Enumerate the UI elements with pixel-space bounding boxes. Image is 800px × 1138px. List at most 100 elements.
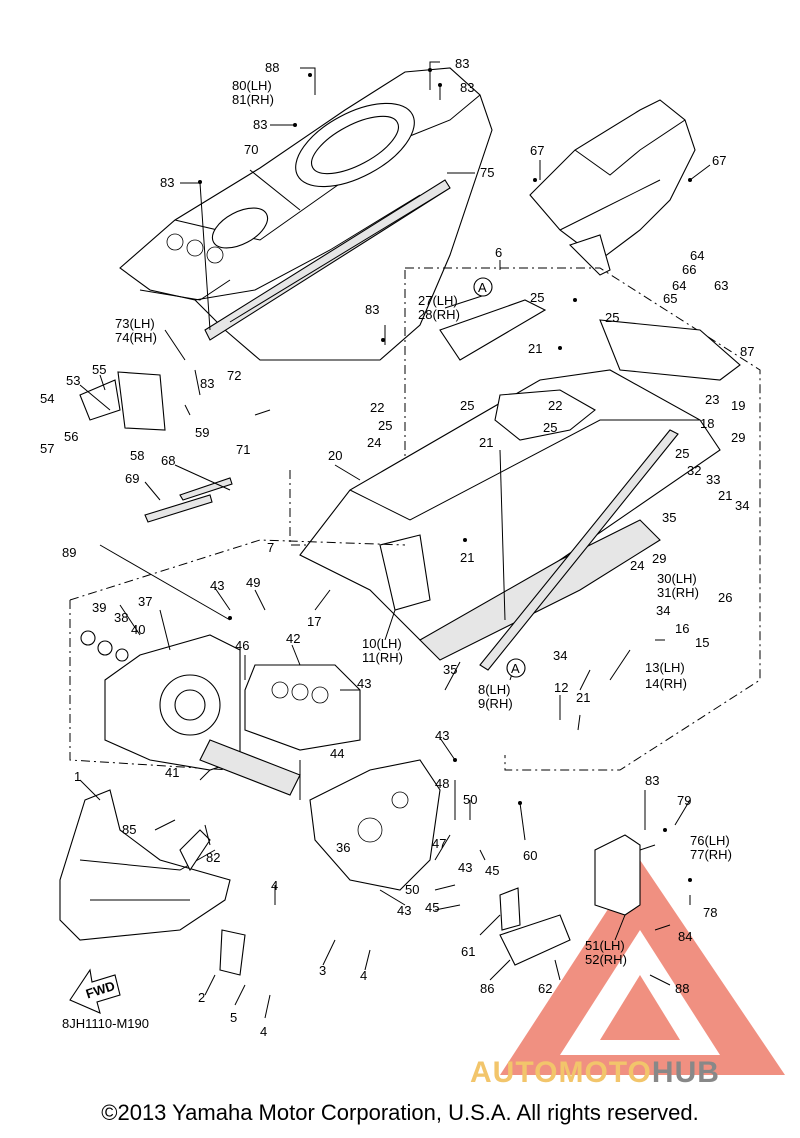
- label-16: 16: [675, 621, 689, 636]
- label-41: 41: [165, 765, 179, 780]
- label-34: 34: [553, 648, 567, 663]
- label-38: 38: [114, 610, 128, 625]
- label-21: 21: [460, 550, 474, 565]
- label-21: 21: [528, 341, 542, 356]
- label-34: 34: [656, 603, 670, 618]
- label-6: 6: [495, 245, 502, 260]
- label-18: 18: [700, 416, 714, 431]
- label-70: 70: [244, 142, 258, 157]
- label-27: 27(LH): [418, 293, 458, 308]
- label-86: 86: [480, 981, 494, 996]
- label-65: 65: [663, 291, 677, 306]
- label-84: 84: [678, 929, 692, 944]
- label-24: 24: [367, 435, 381, 450]
- label-51: 51(LH): [585, 938, 625, 953]
- label-47: 47: [432, 836, 446, 851]
- label-40: 40: [131, 622, 145, 637]
- label-45: 45: [425, 900, 439, 915]
- label-83: 83: [365, 302, 379, 317]
- plate-86-part: [499, 914, 571, 966]
- label-79: 79: [677, 793, 691, 808]
- label-82: 82: [206, 850, 220, 865]
- label-75: 75: [480, 165, 494, 180]
- label-55: 55: [92, 362, 106, 377]
- label-26: 26: [718, 590, 732, 605]
- callout-a-bottom: A: [506, 658, 526, 678]
- label-22: 22: [370, 400, 384, 415]
- label-24: 24: [630, 558, 644, 573]
- label-21: 21: [576, 690, 590, 705]
- label-61: 61: [461, 944, 475, 959]
- bracket-51-part: [594, 834, 641, 916]
- label-31: 31(RH): [657, 585, 699, 600]
- label-87: 87: [740, 344, 754, 359]
- label-12: 12: [554, 680, 568, 695]
- watermark-part2: HUB: [651, 1056, 720, 1089]
- label-35: 35: [443, 662, 457, 677]
- label-42: 42: [286, 631, 300, 646]
- seat-body-part: [119, 67, 493, 361]
- label-30: 30(LH): [657, 571, 697, 586]
- label-78: 78: [703, 905, 717, 920]
- strap-68-part: [179, 477, 233, 501]
- label-11: 11(RH): [362, 650, 403, 665]
- label-52: 52(RH): [585, 952, 627, 967]
- strap-69-part: [144, 494, 213, 523]
- label-48: 48: [435, 776, 449, 791]
- label-62: 62: [538, 981, 552, 996]
- label-83: 83: [645, 773, 659, 788]
- label-7: 7: [267, 540, 274, 555]
- part-labels: 88 83 83 80(LH) 81(RH) 83 70 75 83 67 67…: [40, 56, 754, 1039]
- copyright-footer: ©2013 Yamaha Motor Corporation, U.S.A. A…: [101, 1100, 699, 1125]
- label-43: 43: [357, 676, 371, 691]
- label-10: 10(LH): [362, 636, 402, 651]
- watermark-logo: AUTOMOTOHUB: [470, 1056, 720, 1090]
- callout-a-top: A: [473, 277, 493, 297]
- bracket-2-part: [219, 929, 246, 976]
- label-39: 39: [92, 600, 106, 615]
- cross-tube-part: [199, 739, 301, 796]
- label-29: 29: [731, 430, 745, 445]
- label-83: 83: [455, 56, 469, 71]
- label-49: 49: [246, 575, 260, 590]
- housing-part: [244, 664, 361, 751]
- label-4: 4: [360, 968, 367, 983]
- label-56: 56: [64, 429, 78, 444]
- front-frame-part: [59, 789, 231, 941]
- label-25: 25: [675, 446, 689, 461]
- label-43: 43: [435, 728, 449, 743]
- label-17: 17: [307, 614, 321, 629]
- label-77: 77(RH): [690, 847, 732, 862]
- label-88: 88: [675, 981, 689, 996]
- label-58: 58: [130, 448, 144, 463]
- label-25: 25: [543, 420, 557, 435]
- svg-text:A: A: [511, 661, 520, 676]
- label-36: 36: [336, 840, 350, 855]
- label-66: 66: [682, 262, 696, 277]
- label-25: 25: [605, 310, 619, 325]
- label-44: 44: [330, 746, 344, 761]
- label-73: 73(LH): [115, 316, 155, 331]
- label-29: 29: [652, 551, 666, 566]
- label-83: 83: [160, 175, 174, 190]
- diagram-code: 8JH1110-M190: [62, 1016, 149, 1031]
- label-43: 43: [397, 903, 411, 918]
- skid-bar-part: [479, 429, 679, 671]
- watermark-part1: AUTOMOTO: [470, 1056, 652, 1089]
- side-panel-part: [80, 630, 241, 771]
- label-21: 21: [718, 488, 732, 503]
- label-74: 74(RH): [115, 330, 157, 345]
- label-46: 46: [235, 638, 249, 653]
- label-34: 34: [735, 498, 749, 513]
- label-83: 83: [253, 117, 267, 132]
- label-60: 60: [523, 848, 537, 863]
- label-28: 28(RH): [418, 307, 460, 322]
- label-19: 19: [731, 398, 745, 413]
- rear-flap-part: [529, 99, 696, 276]
- label-4: 4: [260, 1024, 267, 1039]
- label-63: 63: [714, 278, 728, 293]
- label-4: 4: [271, 878, 278, 893]
- svg-text:A: A: [478, 280, 487, 295]
- label-15: 15: [695, 635, 709, 650]
